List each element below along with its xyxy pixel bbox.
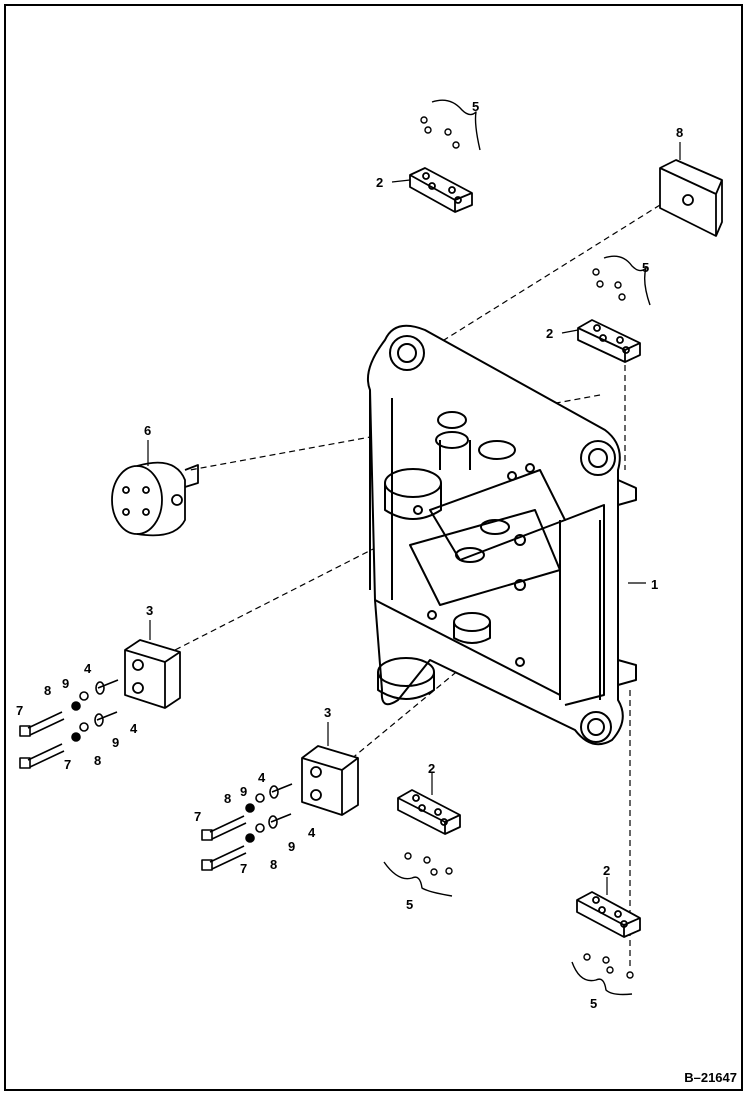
leader-lines (147, 142, 681, 895)
callout-cylinder: 6 (144, 423, 152, 438)
callout-block-left: 3 (146, 603, 154, 618)
callout-plate-top: 2 (376, 175, 384, 190)
screws-group-lower (383, 852, 453, 897)
callout-washer-left-upper: 8 (44, 683, 52, 698)
screws-group-top (420, 99, 481, 151)
callout-lockwasher-left-upper: 9 (62, 676, 70, 691)
plate-lower-middle (397, 789, 461, 835)
callout-pad: 8 (676, 125, 684, 140)
screws-group-bottom-right (571, 953, 634, 996)
callout-screws-bottom-right: 5 (590, 996, 598, 1011)
callout-bolt-left-upper: 7 (16, 703, 24, 718)
callout-screws-lower: 5 (406, 897, 414, 912)
callout-plate-right: 2 (546, 326, 554, 341)
callout-lockwasher-lower-lower: 9 (288, 839, 296, 854)
hardware-lower (201, 783, 293, 871)
callout-bolt-left-lower: 7 (64, 757, 72, 772)
callout-lockwasher-lower-upper: 9 (240, 784, 248, 799)
callout-screws-right: 5 (642, 260, 650, 275)
callout-frame: 1 (651, 577, 659, 592)
drawing-border (4, 4, 743, 1091)
callout-bolt-lower-upper: 7 (194, 809, 202, 824)
plate-upper (409, 167, 473, 213)
callout-block-lower: 3 (324, 705, 332, 720)
callout-bolt-lower-lower: 7 (240, 861, 248, 876)
hardware-left (19, 679, 119, 769)
callout-washer-lower-upper: 8 (224, 791, 232, 806)
block-left (124, 639, 181, 709)
block-lower (301, 745, 359, 816)
cylinder (111, 461, 199, 537)
callout-pin-left-upper: 4 (84, 661, 92, 676)
figure-id: B–21647 (684, 1070, 737, 1085)
pad (659, 159, 723, 237)
main-frame (366, 324, 637, 746)
callout-lockwasher-left-lower: 9 (112, 735, 120, 750)
callout-washer-left-lower: 8 (94, 753, 102, 768)
plate-right-middle (577, 319, 641, 363)
callout-washer-lower-lower: 8 (270, 857, 278, 872)
callout-plate-lower-middle: 2 (428, 761, 436, 776)
callout-screws-top: 5 (472, 99, 480, 114)
callout-pin-left-lower: 4 (130, 721, 138, 736)
callout-plate-lower-right: 2 (603, 863, 611, 878)
callout-pin-lower-lower: 4 (308, 825, 316, 840)
screws-group-right (592, 255, 651, 306)
callout-pin-lower-upper: 4 (258, 770, 266, 785)
plate-lower-right (576, 891, 641, 938)
